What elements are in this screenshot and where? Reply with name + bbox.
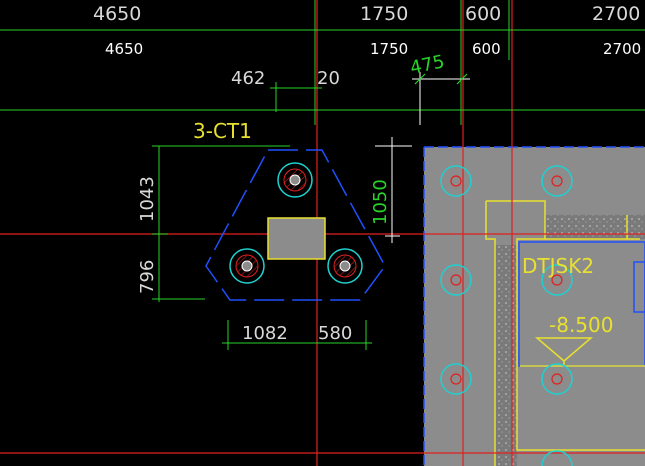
second-dim-2: 1750 bbox=[370, 40, 408, 58]
slab-dotted-strip-top bbox=[545, 215, 645, 239]
pile-cap-label: 3-CT1 bbox=[193, 119, 252, 143]
pit-label: DTJSK2 bbox=[522, 254, 594, 278]
top-dim-1: 4650 bbox=[93, 3, 141, 25]
second-dim-1: 4650 bbox=[105, 40, 143, 58]
pit-wall bbox=[545, 215, 640, 240]
slab-pile-3 bbox=[440, 264, 472, 296]
pit-outline bbox=[485, 200, 645, 466]
slab-boundary bbox=[423, 146, 645, 466]
slab-region bbox=[424, 147, 645, 466]
cap-pile-left bbox=[229, 248, 265, 284]
dim-475-tick-b bbox=[456, 73, 468, 85]
second-dim-4: 2700 bbox=[603, 40, 641, 58]
cap-pile-right bbox=[327, 248, 363, 284]
pile-cap-outline bbox=[205, 149, 386, 301]
elevation-label: -8.500 bbox=[549, 313, 613, 337]
slab-pile-5 bbox=[440, 363, 472, 395]
cap-pile-top bbox=[277, 162, 313, 198]
dim-1082-label: 1082 bbox=[242, 323, 288, 344]
slab-pile-2 bbox=[541, 165, 573, 197]
column-block bbox=[267, 217, 326, 260]
dim-462-label: 462 bbox=[231, 68, 265, 89]
dim-796-label: 796 bbox=[137, 260, 158, 294]
dim-20-label: 20 bbox=[317, 68, 340, 89]
slab-pile-4 bbox=[541, 264, 573, 296]
dim-1050-label: 1050 bbox=[370, 179, 391, 225]
pit-inner-box bbox=[633, 261, 645, 313]
slab-dotted-strip bbox=[495, 245, 517, 466]
top-dim-2: 1750 bbox=[360, 3, 408, 25]
dim-1043-label: 1043 bbox=[137, 176, 158, 222]
slab-pile-7 bbox=[541, 450, 573, 466]
dim-475-tick bbox=[414, 73, 426, 85]
slab-pile-6 bbox=[541, 363, 573, 395]
top-dim-4: 2700 bbox=[592, 3, 640, 25]
dim-475-label: 475 bbox=[408, 51, 446, 79]
dim-580-label: 580 bbox=[318, 323, 352, 344]
top-dim-3: 600 bbox=[465, 3, 501, 25]
second-dim-3: 600 bbox=[472, 40, 501, 58]
slab-pile-1 bbox=[440, 165, 472, 197]
